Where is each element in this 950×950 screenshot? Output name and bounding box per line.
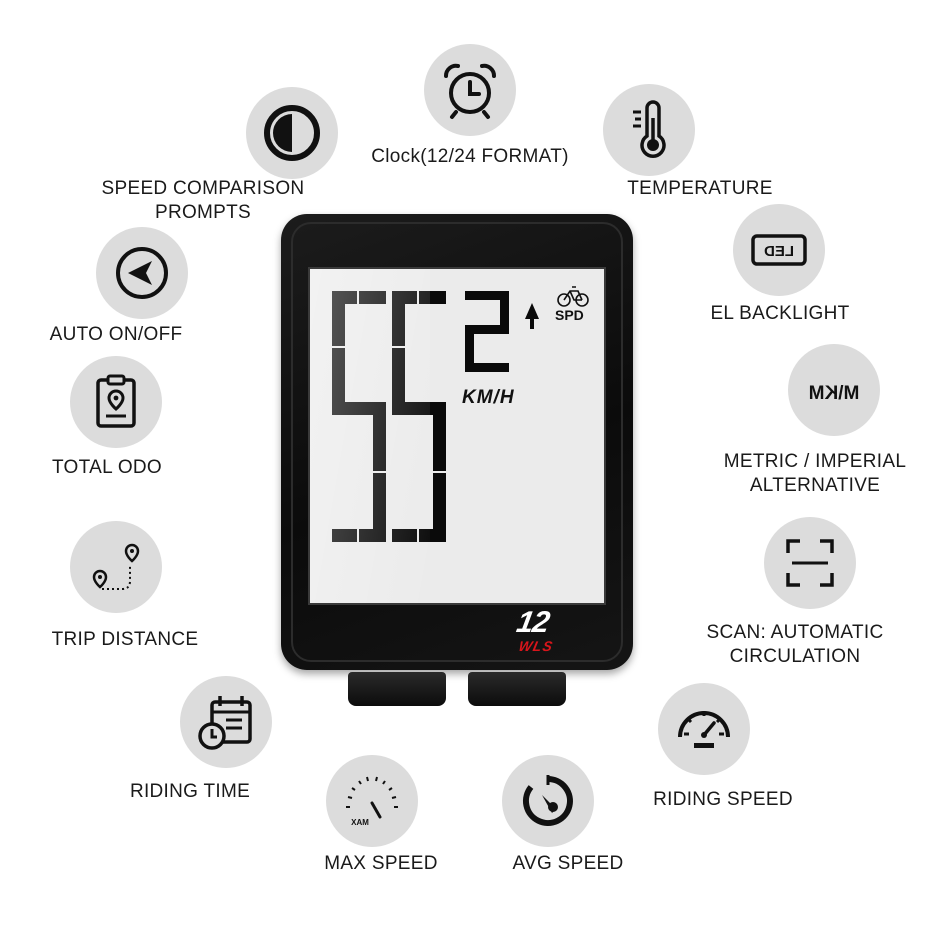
mode-button-left[interactable] bbox=[348, 672, 446, 706]
speed-comparison-icon-circle bbox=[246, 87, 338, 179]
temperature-icon-circle bbox=[603, 84, 695, 176]
unit-label: KM/H bbox=[462, 387, 515, 408]
clock-icon-circle bbox=[424, 44, 516, 136]
mode-label: SPD bbox=[555, 307, 584, 323]
half-circle-icon bbox=[264, 105, 320, 161]
mode-button-right[interactable] bbox=[468, 672, 566, 706]
scan-label: SCAN: AUTOMATIC CIRCULATION bbox=[706, 622, 884, 667]
riding-time-icon-circle bbox=[180, 676, 272, 768]
clipboard-location-icon bbox=[96, 374, 136, 428]
riding-speed-icon-circle bbox=[658, 683, 750, 775]
riding-speed-label: RIDING SPEED bbox=[653, 789, 793, 810]
max-gauge-icon: MAX bbox=[346, 776, 398, 827]
auto-onoff-icon-circle bbox=[96, 227, 188, 319]
svg-text:M\KM: M\KM bbox=[809, 383, 860, 404]
route-pins-icon bbox=[92, 543, 140, 590]
thermometer-icon bbox=[633, 100, 666, 158]
avg-speed-label: AVG SPEED bbox=[512, 853, 624, 874]
avg-speed-icon-circle bbox=[502, 755, 594, 847]
bicycle-icon bbox=[557, 286, 589, 307]
total-odo-label: TOTAL ODO bbox=[51, 457, 163, 478]
el-backlight-label: EL BACKLIGHT bbox=[710, 303, 850, 324]
speed-digits-display bbox=[332, 286, 589, 542]
total-odo-icon-circle bbox=[70, 356, 162, 448]
speedometer-icon bbox=[678, 711, 730, 748]
led-icon: LED bbox=[751, 234, 807, 266]
svg-text:MAX: MAX bbox=[350, 818, 368, 827]
screen-glare bbox=[310, 269, 430, 603]
model-name: WLS bbox=[517, 638, 555, 654]
riding-time-label: RIDING TIME bbox=[129, 781, 251, 802]
svg-text:LED: LED bbox=[764, 243, 794, 260]
el-backlight-icon-circle: LED bbox=[733, 204, 825, 296]
lcd-screen: KM/H SPD bbox=[308, 267, 606, 605]
max-speed-icon-circle: MAX bbox=[326, 755, 418, 847]
trip-distance-icon-circle bbox=[70, 521, 162, 613]
calendar-clock-icon bbox=[198, 696, 252, 750]
km-m-icon: M\KM bbox=[809, 383, 860, 404]
model-number: 12 bbox=[514, 606, 552, 639]
scan-icon-circle bbox=[764, 517, 856, 609]
speed-comparison-label: SPEED COMPARISON PROMPTS bbox=[101, 178, 305, 223]
metric-imperial-label: METRIC / IMPERIAL ALTERNATIVE bbox=[723, 451, 907, 496]
temperature-label: TEMPERATURE bbox=[627, 178, 773, 199]
clock-label: Clock(12/24 FORMAT) bbox=[371, 146, 569, 167]
device-bezel bbox=[291, 222, 623, 662]
trip-distance-label: TRIP DISTANCE bbox=[51, 629, 199, 650]
scan-frame-icon bbox=[786, 539, 834, 587]
bike-computer-device: KM/H SPD 12 WLS bbox=[281, 214, 633, 670]
auto-onoff-label: AUTO ON/OFF bbox=[49, 324, 183, 345]
avg-gauge-icon bbox=[522, 775, 573, 826]
metric-imperial-icon-circle: M\KM bbox=[788, 344, 880, 436]
max-speed-label: MAX SPEED bbox=[324, 853, 438, 874]
navigation-arrow-icon bbox=[116, 247, 168, 299]
alarm-clock-icon bbox=[444, 63, 496, 119]
